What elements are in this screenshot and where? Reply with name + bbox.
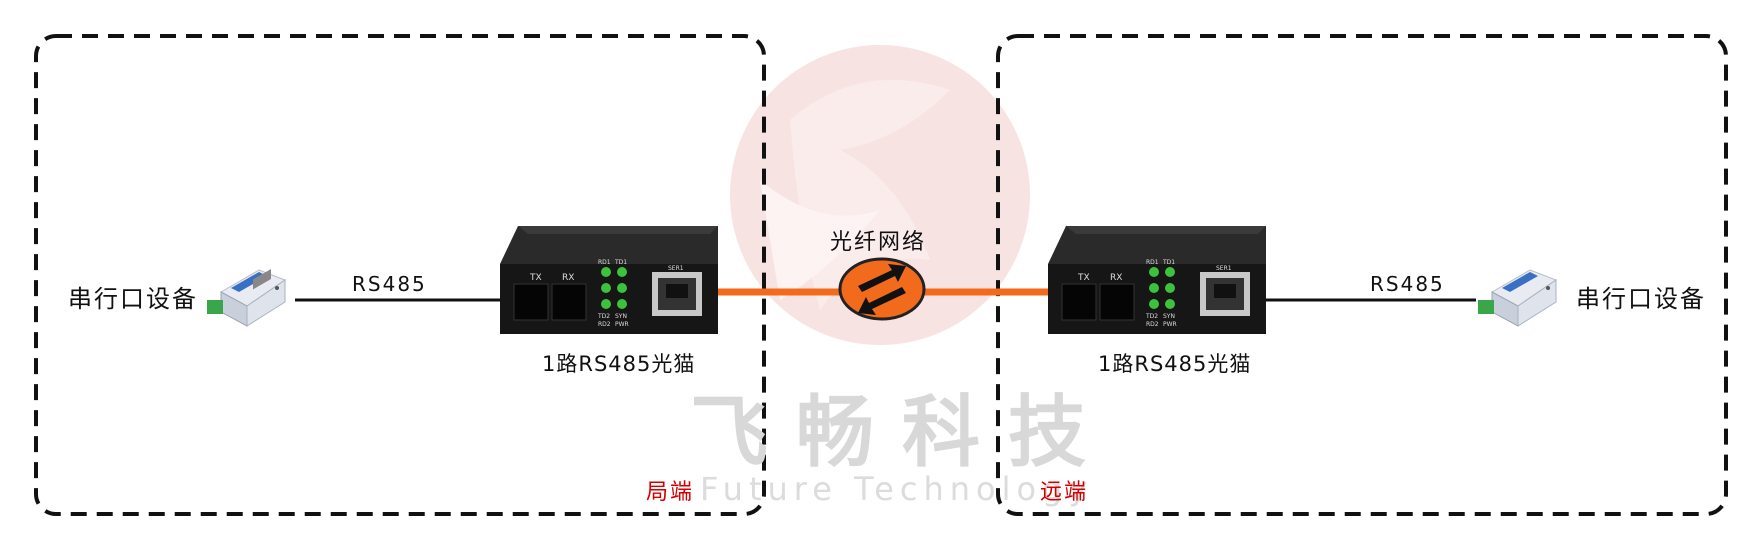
- right-modem-syn-label: SYN: [1163, 313, 1175, 320]
- left-serial-device-icon: [207, 269, 287, 327]
- right-module-label: 1路RS485光猫: [1098, 352, 1252, 376]
- network-label: 光纤网络: [830, 230, 927, 255]
- left-modem-ser1-label: SER1: [668, 265, 684, 272]
- left-module-label: 1路RS485光猫: [542, 352, 696, 376]
- right-optical-modem-icon: TX RX RD1 TD1 TD2 SYN RD2 PWR SER1: [1048, 226, 1266, 334]
- watermark-en: Future Technology: [700, 470, 1094, 508]
- local-end-region: [34, 34, 766, 516]
- left-modem-tx-label: TX: [529, 273, 542, 283]
- left-modem-syn-label: SYN: [615, 313, 627, 320]
- left-modem-td1-label: TD1: [614, 259, 627, 266]
- right-device-label: 串行口设备: [1576, 285, 1706, 313]
- left-modem-rd1-label: RD1: [598, 259, 611, 266]
- left-modem-td2-label: TD2: [597, 313, 610, 320]
- watermark-logo-icon: [730, 45, 1030, 345]
- right-modem-rd2-label: RD2: [1146, 321, 1159, 328]
- fiber-network-icon: [838, 257, 926, 321]
- right-modem-tx-label: TX: [1077, 273, 1090, 283]
- remote-end-region: [996, 34, 1728, 516]
- left-optical-modem-icon: TX RX RD1 TD1 TD2 SYN RD2 PWR SER1: [500, 226, 718, 334]
- right-modem-rx-label: RX: [1110, 273, 1122, 283]
- right-modem-td2-label: TD2: [1145, 313, 1158, 320]
- right-modem-ser1-label: SER1: [1216, 265, 1232, 272]
- left-modem-rd2-label: RD2: [598, 321, 611, 328]
- watermark-cn: 飞畅科技: [690, 387, 1115, 478]
- left-modem-rx-label: RX: [562, 273, 574, 283]
- remote-end-label: 远端: [1040, 480, 1089, 505]
- left-modem-pwr-label: PWR: [615, 321, 629, 328]
- right-serial-device-icon: [1478, 269, 1558, 327]
- right-link-label: RS485: [1370, 272, 1445, 296]
- left-link-label: RS485: [352, 272, 427, 296]
- left-device-label: 串行口设备: [68, 285, 198, 313]
- right-modem-td1-label: TD1: [1162, 259, 1175, 266]
- local-end-label: 局端: [646, 480, 695, 505]
- right-modem-pwr-label: PWR: [1163, 321, 1177, 328]
- right-modem-rd1-label: RD1: [1146, 259, 1159, 266]
